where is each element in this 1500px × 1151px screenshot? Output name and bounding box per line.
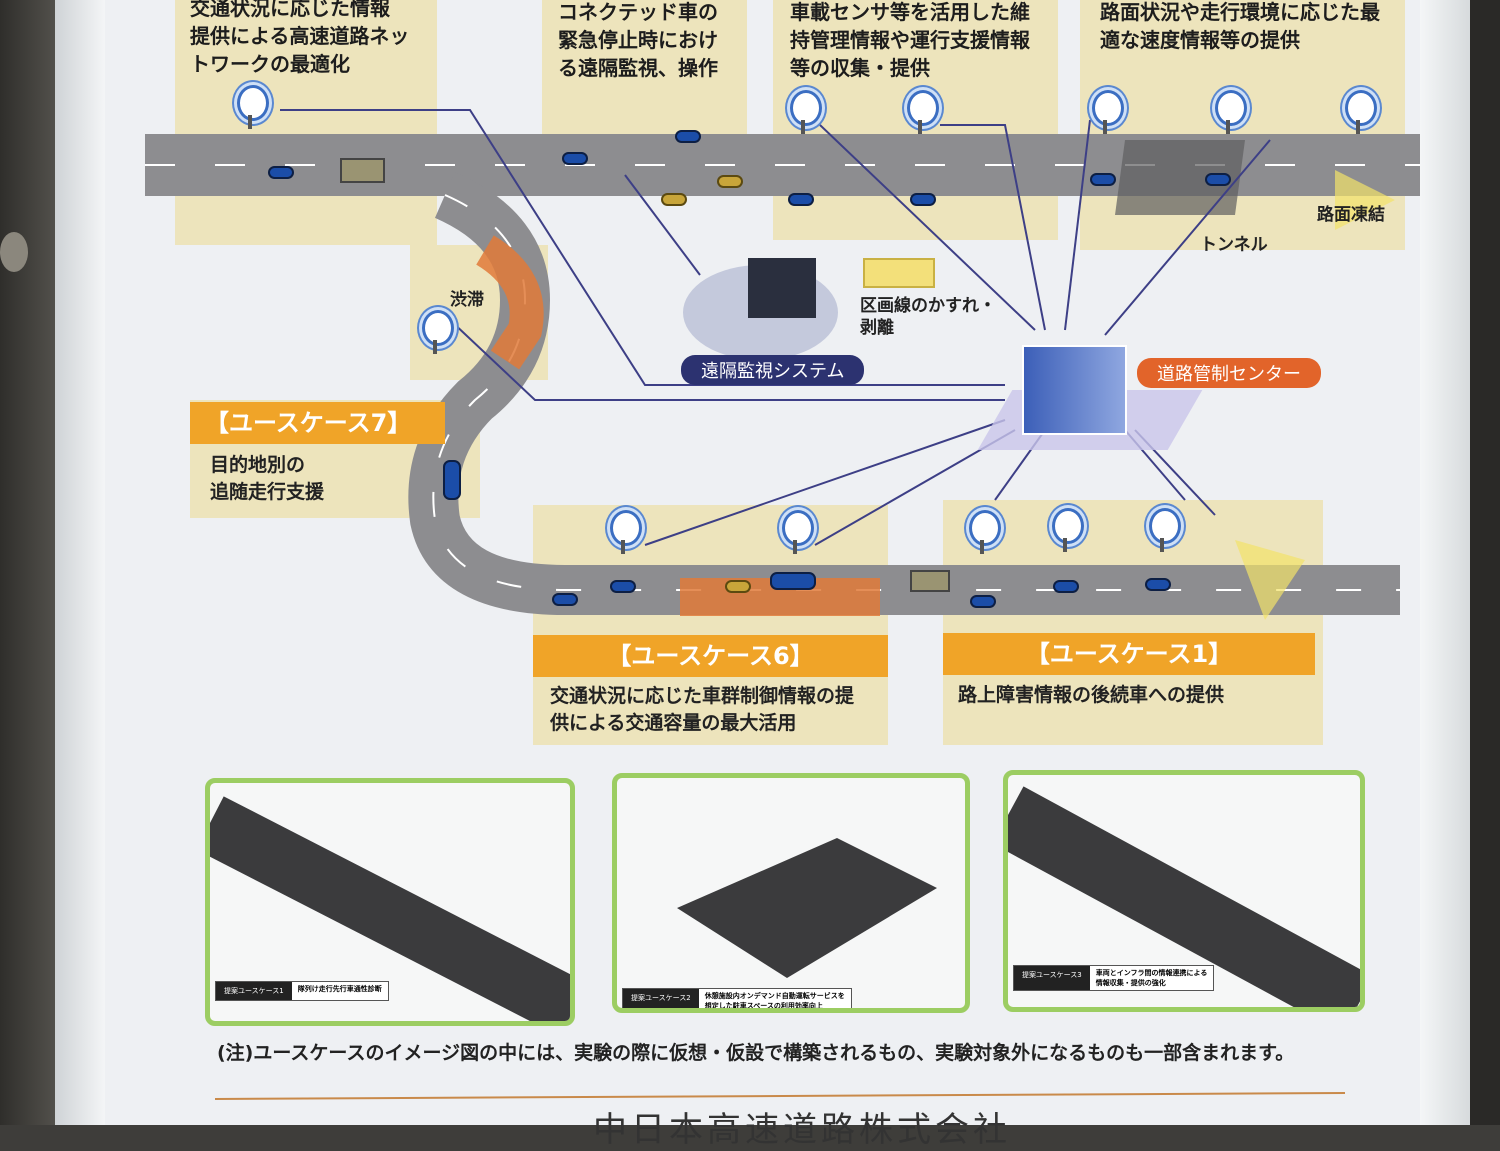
- antenna-icon: [1147, 508, 1181, 552]
- truck-icon: [910, 570, 950, 592]
- poster: 交通状況に応じた情報 提供による高速道路ネッ トワークの最適化 コネクテッド車の…: [105, 0, 1435, 1150]
- car-icon: [910, 193, 936, 206]
- company-name: 中日本高速道路株式会社: [593, 1110, 1011, 1150]
- car-icon: [675, 130, 701, 143]
- uc7-title: 【ユースケース7】: [190, 402, 445, 444]
- remote-system-label: 遠隔監視システム: [681, 355, 865, 385]
- footnote: (注)ユースケースのイメージ図の中には、実験の際に仮想・仮設で構築されるもの、実…: [217, 1042, 1295, 1064]
- car-icon: [443, 460, 461, 500]
- antenna-icon: [967, 510, 1001, 554]
- top-panel-text-4: 路面状況や走行環境に応じた最 適な速度情報等の提供: [1100, 0, 1380, 52]
- thumbnail-caption-text: 車両とインフラ間の情報連携による 情報収集・提供の強化: [1095, 969, 1208, 987]
- thumbnail-caption-text: 隊列け走行先行車通性診断: [297, 985, 382, 993]
- car-icon: [1205, 173, 1231, 186]
- congestion-label: 渋滞: [450, 290, 484, 310]
- car-icon: [552, 593, 578, 606]
- antenna-icon: [1343, 90, 1377, 134]
- panel-remote: [542, 0, 747, 145]
- car-icon: [970, 595, 996, 608]
- frame-bolt-icon: [0, 232, 28, 272]
- car-icon: [661, 193, 687, 206]
- top-panel-text-1: 交通状況に応じた情報 提供による高速道路ネッ トワークの最適化: [190, 0, 410, 76]
- top-panel-text-3: 車載センサ等を活用した維 持管理情報や運行支援情報 等の収集・提供: [790, 0, 1030, 80]
- thumbnail-tag: 提案ユースケース3: [1014, 966, 1090, 990]
- thumbnail-3: 提案ユースケース3 車両とインフラ間の情報連携による 情報収集・提供の強化: [1003, 770, 1365, 1012]
- uc1-body: 路上障害情報の後続車への提供: [958, 684, 1225, 706]
- thumbnail-2: 提案ユースケース2 休憩施設内オンデマンド自動運転サービスを 想定した駐車スペース…: [612, 773, 970, 1013]
- antenna-icon: [788, 90, 822, 134]
- car-icon: [725, 580, 751, 593]
- thumbnail-caption-text: 休憩施設内オンデマンド自動運転サービスを 想定した駐車スペースの利用効率向上: [704, 992, 845, 1010]
- control-center-label: 道路管制センター: [1137, 358, 1321, 388]
- car-icon: [610, 580, 636, 593]
- truck-icon: [340, 158, 385, 183]
- thumbnail-tag: 提案ユースケース2: [623, 989, 699, 1008]
- car-icon: [562, 152, 588, 165]
- lane-marking-sign: [863, 258, 935, 288]
- antenna-icon: [780, 510, 814, 554]
- control-center-building: [1022, 345, 1127, 435]
- lightbox-edge-right: [1420, 0, 1475, 1125]
- car-icon: [1145, 578, 1171, 591]
- top-panel-text-2: コネクテッド車の 緊急停止時におけ る遠隔監視、操作: [558, 0, 718, 80]
- truck-icon: [770, 572, 816, 590]
- antenna-icon: [608, 510, 642, 554]
- tunnel: [1115, 140, 1245, 215]
- antenna-icon: [1213, 90, 1247, 134]
- panel-uc1: [943, 500, 1323, 745]
- panel-network: [175, 0, 437, 245]
- thumbnail-caption: 提案ユースケース3 車両とインフラ間の情報連携による 情報収集・提供の強化: [1013, 965, 1215, 991]
- thumbnail-caption: 提案ユースケース2 休憩施設内オンデマンド自動運転サービスを 想定した駐車スペース…: [622, 988, 852, 1010]
- road-freeze-label: 路面凍結: [1317, 205, 1385, 225]
- antenna-icon: [905, 90, 939, 134]
- car-icon: [1053, 580, 1079, 593]
- uc1-title: 【ユースケース1】: [943, 633, 1315, 675]
- display-frame-right: [1470, 0, 1500, 1125]
- thumbnail-tag: 提案ユースケース1: [216, 982, 292, 1000]
- antenna-icon: [235, 85, 269, 129]
- thumbnail-caption: 提案ユースケース1 隊列け走行先行車通性診断: [215, 981, 389, 1001]
- car-icon: [268, 166, 294, 179]
- divider: [215, 1092, 1345, 1100]
- uc6-body: 交通状況に応じた車群制御情報の提 供による交通容量の最大活用: [550, 685, 855, 734]
- antenna-icon: [1050, 508, 1084, 552]
- thumbnail-1: 提案ユースケース1 隊列け走行先行車通性診断: [205, 778, 575, 1026]
- antenna-icon: [1090, 90, 1124, 134]
- congestion-zone: [475, 235, 544, 370]
- display-frame-left: [0, 0, 60, 1125]
- panel-uc6: [533, 505, 888, 745]
- uc6-title: 【ユースケース6】: [533, 635, 888, 677]
- uc7-body: 目的地別の 追随走行支援: [210, 454, 325, 503]
- antenna-icon: [420, 310, 454, 354]
- monitor-screen: [748, 258, 816, 318]
- car-icon: [1090, 173, 1116, 186]
- lane-marking-label: 区画線のかすれ・ 剥離: [860, 296, 996, 338]
- car-icon: [717, 175, 743, 188]
- tunnel-label: トンネル: [1200, 235, 1268, 255]
- car-icon: [788, 193, 814, 206]
